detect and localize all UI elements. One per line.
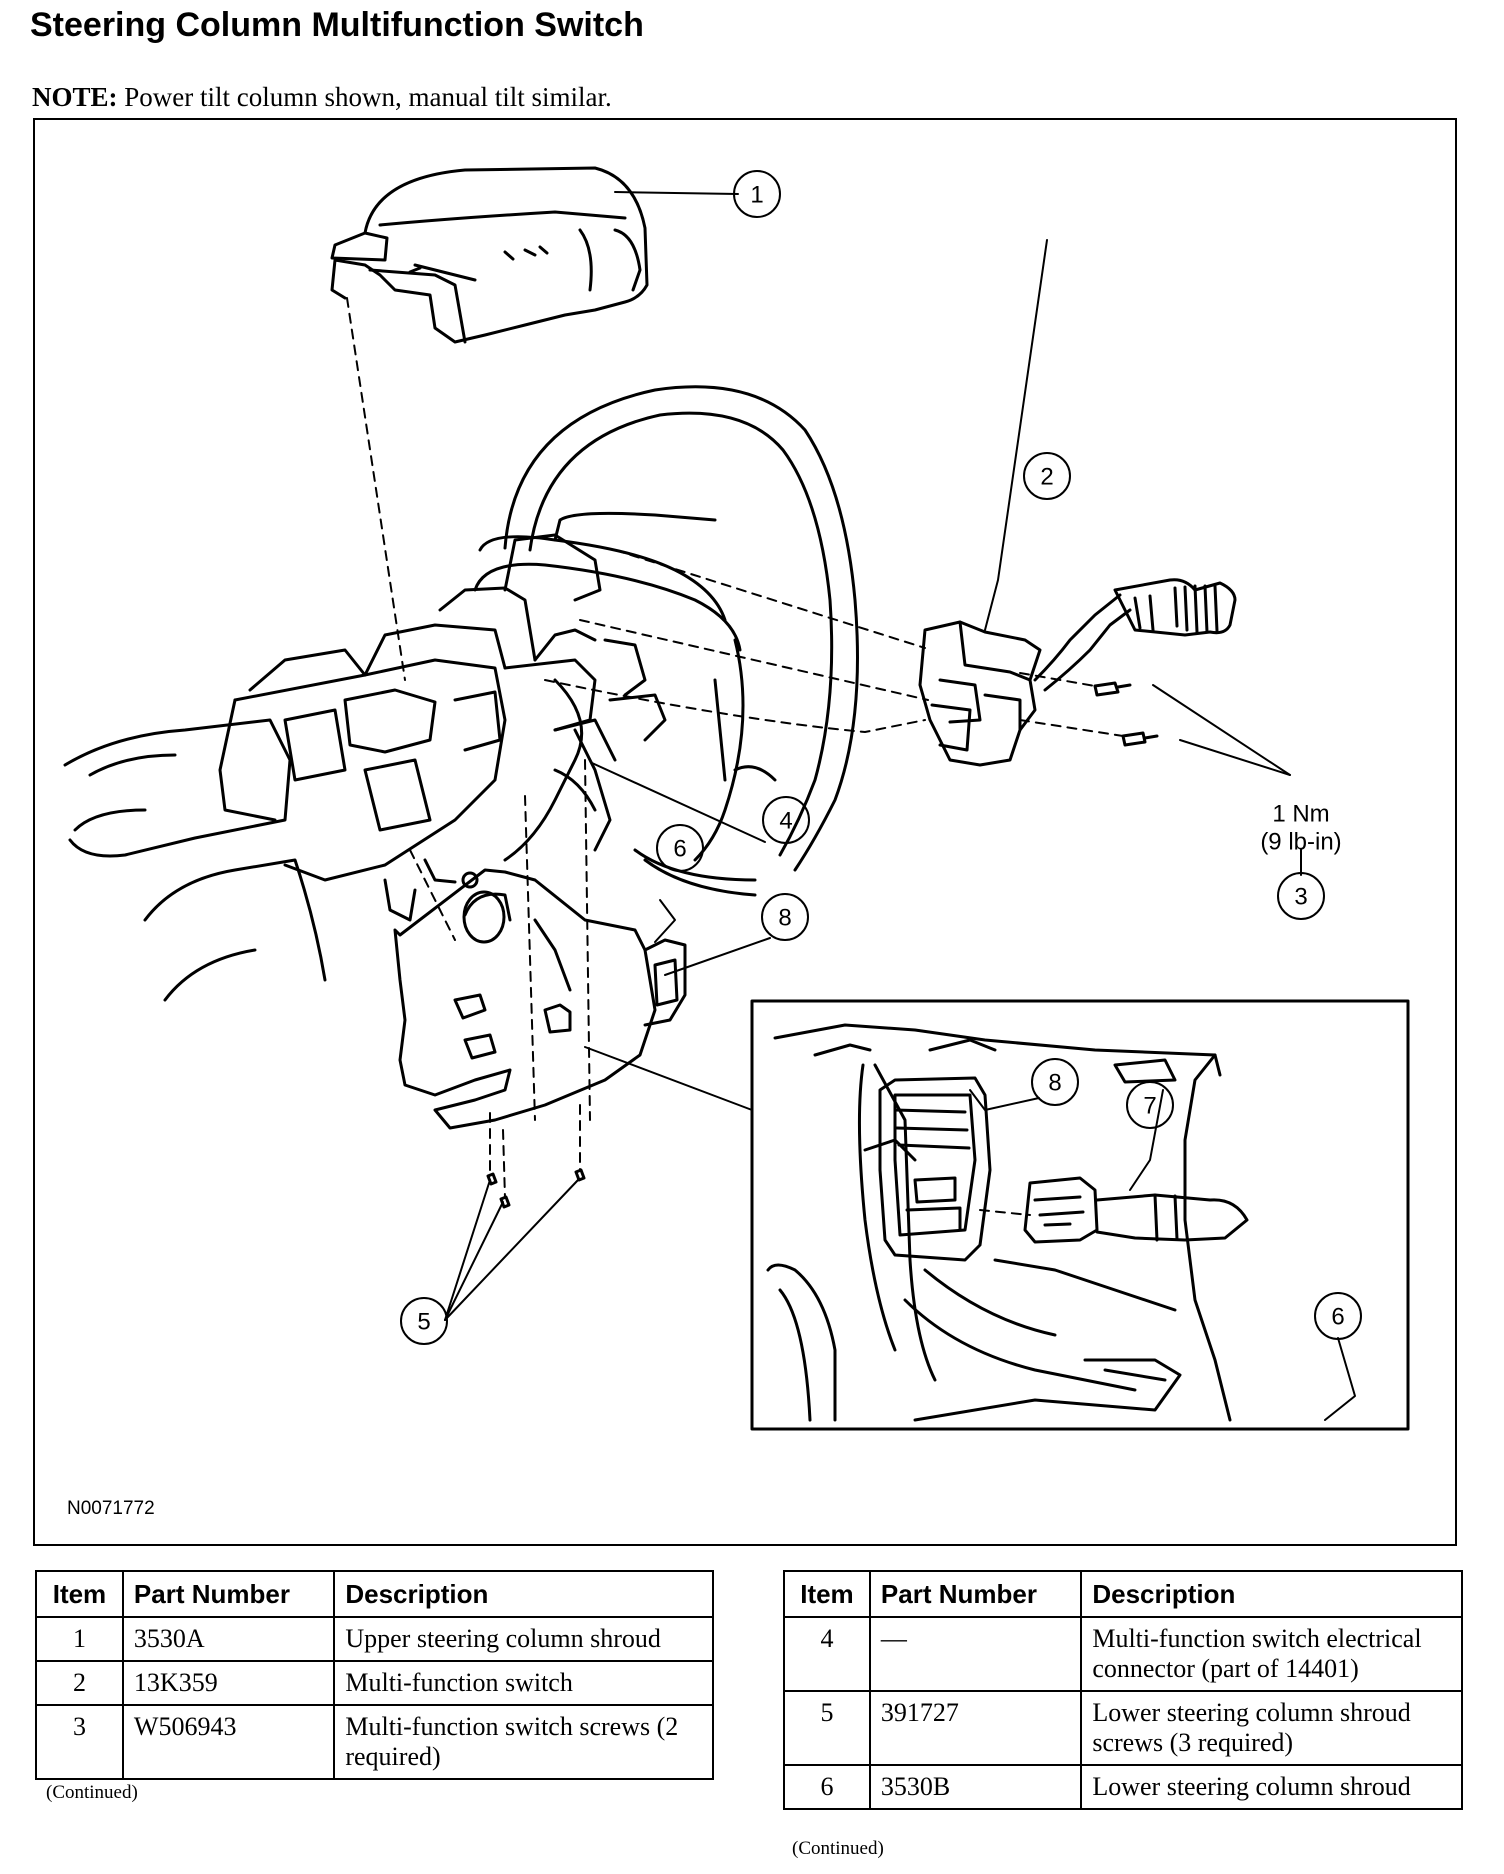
table-row: 6 3530B Lower steering column shroud	[783, 1764, 1463, 1810]
part-description: Multi-function switch screws (2 required…	[333, 1704, 714, 1780]
callout-6: 6	[673, 836, 686, 863]
switch-screws-drawing	[1093, 681, 1159, 747]
part-number: W506943	[121, 1704, 336, 1780]
header-part-number: Part Number	[121, 1570, 336, 1618]
part-description: Multi-function switch	[333, 1660, 714, 1706]
item-number: 3	[35, 1704, 124, 1780]
callout-4: 4	[779, 808, 792, 835]
table-row: 5 391727 Lower steering column shroud sc…	[783, 1690, 1463, 1766]
header-item: Item	[783, 1570, 871, 1618]
table-header-row: Item Part Number Description	[35, 1570, 714, 1618]
part-description: Lower steering column shroud	[1080, 1764, 1463, 1810]
part-number: 3530A	[121, 1616, 336, 1662]
table-row: 1 3530A Upper steering column shroud	[35, 1616, 714, 1662]
figure-id: N0071772	[67, 1498, 155, 1519]
note-label: NOTE:	[32, 82, 118, 112]
table-row: 2 13K359 Multi-function switch	[35, 1660, 714, 1706]
item-number: 5	[783, 1690, 871, 1766]
item-number: 1	[35, 1616, 124, 1662]
callout-1: 1	[750, 182, 763, 209]
part-number: 13K359	[121, 1660, 336, 1706]
table-row: 3 W506943 Multi-function switch screws (…	[35, 1704, 714, 1780]
lower-shroud-drawing	[393, 868, 687, 1130]
upper-shroud-drawing	[330, 166, 649, 344]
item-number: 4	[783, 1616, 871, 1692]
callout-5: 5	[417, 1309, 430, 1336]
table-header-row: Item Part Number Description	[783, 1570, 1463, 1618]
continued-right: (Continued)	[792, 1838, 884, 1859]
part-description: Upper steering column shroud	[333, 1616, 714, 1662]
item-number: 2	[35, 1660, 124, 1706]
note-text: Power tilt column shown, manual tilt sim…	[124, 82, 612, 112]
steering-wheel-drawing	[473, 385, 859, 897]
callout-2: 2	[1040, 464, 1053, 491]
part-number: 3530B	[868, 1764, 1083, 1810]
part-description: Lower steering column shroud screws (3 r…	[1080, 1690, 1463, 1766]
dashed-assembly-lines	[346, 297, 1124, 1216]
torque-value: 1 Nm	[1272, 801, 1329, 828]
item-number: 6	[783, 1764, 871, 1810]
callout-leader-lines	[444, 191, 1356, 1421]
detail-inset-drawing	[766, 1023, 1249, 1422]
parts-table-left: Item Part Number Description 1 3530A Upp…	[35, 1570, 714, 1780]
callout-6-detail: 6	[1331, 1304, 1344, 1331]
exploded-view-figure: 1 2 3 4 5 6 6 7 8 8 1 Nm (9 lb-in) N0071…	[33, 118, 1457, 1546]
note: NOTE: Power tilt column shown, manual ti…	[32, 82, 612, 113]
table-row: 4 — Multi-function switch electrical con…	[783, 1616, 1463, 1692]
callout-3: 3	[1294, 884, 1307, 911]
part-number: 391727	[868, 1690, 1083, 1766]
page-title: Steering Column Multifunction Switch	[30, 6, 644, 44]
callout-8-detail: 8	[1048, 1070, 1061, 1097]
torque-value-imperial: (9 lb-in)	[1260, 829, 1341, 856]
multifunction-switch-drawing	[918, 578, 1237, 767]
part-description: Multi-function switch electrical connect…	[1080, 1616, 1463, 1692]
callout-circles	[400, 170, 1362, 1345]
exploded-view-drawing: 1 2 3 4 5 6 6 7 8 8 1 Nm (9 lb-in)	[63, 166, 1410, 1431]
continued-left: (Continued)	[46, 1782, 138, 1803]
header-description: Description	[1080, 1570, 1463, 1618]
parts-table-right: Item Part Number Description 4 — Multi-f…	[783, 1570, 1463, 1810]
header-item: Item	[35, 1570, 124, 1618]
header-part-number: Part Number	[868, 1570, 1083, 1618]
part-number: —	[868, 1616, 1083, 1692]
header-description: Description	[333, 1570, 714, 1618]
callout-8: 8	[778, 905, 791, 932]
callout-7: 7	[1143, 1093, 1156, 1120]
steering-column-drawing	[63, 533, 667, 1002]
